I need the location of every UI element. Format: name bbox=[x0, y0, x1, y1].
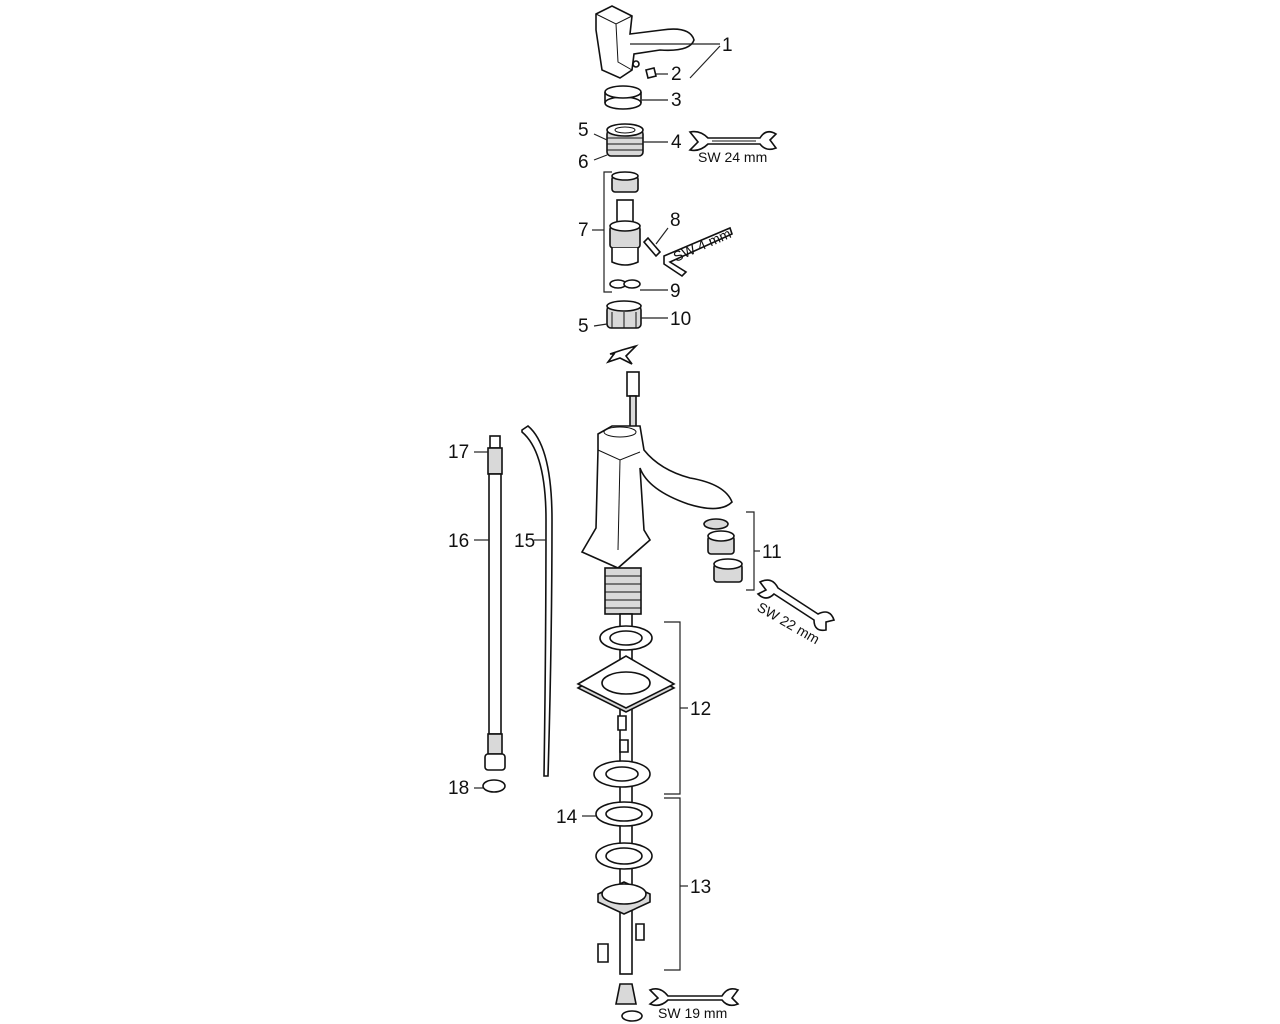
label-wrench-24: SW 24 mm bbox=[698, 149, 767, 165]
wrench-24-tool bbox=[688, 130, 778, 152]
cover-ring-part bbox=[604, 85, 642, 110]
label-part-8: 8 bbox=[670, 210, 681, 231]
hex-key-tool bbox=[663, 226, 733, 278]
wrench-22-tool bbox=[756, 579, 836, 632]
label-wrench-22: SW 22 mm bbox=[755, 599, 823, 647]
label-part-12: 12 bbox=[690, 699, 711, 720]
label-part-14: 14 bbox=[556, 807, 578, 828]
group-bracket-7 bbox=[603, 171, 612, 293]
label-wrench-19: SW 19 mm bbox=[658, 1005, 727, 1021]
wrench-19-tool bbox=[648, 988, 740, 1007]
label-part-2: 2 bbox=[671, 64, 682, 85]
label-part-5-top: 5 bbox=[578, 120, 589, 141]
label-part-5-bottom: 5 bbox=[578, 316, 589, 337]
spider-clip-part bbox=[605, 344, 639, 365]
label-part-3: 3 bbox=[671, 90, 682, 111]
group-bracket-11 bbox=[746, 511, 755, 591]
label-part-4: 4 bbox=[671, 132, 682, 153]
lift-rod-part bbox=[521, 425, 553, 777]
aerator-part bbox=[703, 518, 743, 583]
cartridge-base-part bbox=[606, 300, 642, 329]
label-part-18: 18 bbox=[448, 778, 469, 799]
label-part-6: 6 bbox=[578, 152, 589, 173]
label-part-1: 1 bbox=[722, 35, 733, 56]
label-part-15: 15 bbox=[514, 531, 535, 552]
label-hex-key-4: SW 4 mm bbox=[671, 225, 734, 265]
mixer-body-part bbox=[580, 371, 733, 615]
label-part-7: 7 bbox=[578, 220, 589, 241]
hex-screw-part bbox=[642, 236, 662, 258]
bonnet-nut-part bbox=[606, 123, 644, 157]
leader-lines bbox=[474, 43, 760, 887]
label-part-9: 9 bbox=[670, 281, 681, 302]
tool-labels: SW 24 mm SW 4 mm SW 22 mm SW 19 mm bbox=[658, 149, 822, 1021]
part-labels: 1 2 3 4 5 6 7 8 9 10 5 11 12 13 14 15 16… bbox=[448, 35, 782, 898]
cartridge-part bbox=[609, 171, 641, 266]
lower-fixing-set-part bbox=[595, 801, 653, 1022]
group-bracket-12 bbox=[664, 621, 681, 795]
label-part-13: 13 bbox=[690, 877, 711, 898]
label-part-17: 17 bbox=[448, 442, 469, 463]
label-part-10: 10 bbox=[670, 309, 691, 330]
mounting-plate-part bbox=[576, 625, 676, 788]
group-bracket-13 bbox=[664, 797, 681, 971]
label-part-16: 16 bbox=[448, 531, 469, 552]
flexible-hose-part bbox=[482, 435, 506, 793]
label-part-11: 11 bbox=[762, 542, 782, 563]
handle-part bbox=[595, 5, 695, 79]
seal-rings-part bbox=[609, 279, 641, 289]
set-screw-part bbox=[645, 67, 657, 79]
